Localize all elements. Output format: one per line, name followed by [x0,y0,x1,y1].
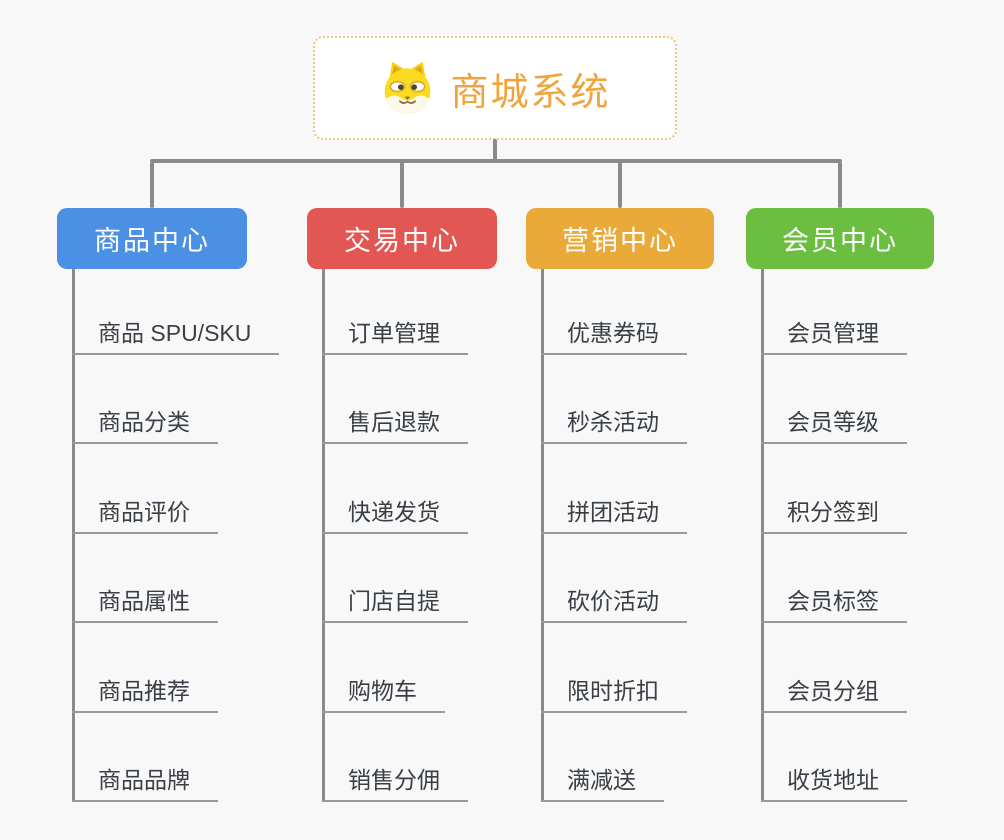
branch-connector-line [400,162,404,208]
sub-topic[interactable]: 商品属性 [72,585,218,623]
sub-topic[interactable]: 会员等级 [761,406,907,444]
branch-topic-label: 营销中心 [562,226,678,256]
branch-connector-line [838,162,842,208]
branch-topic-label: 会员中心 [782,226,898,256]
sub-topic[interactable]: 售后退款 [322,406,468,444]
branch-topic[interactable]: 商品中心 [57,208,247,269]
subtopic-trunk-line [72,269,75,802]
branch-topic[interactable]: 交易中心 [307,208,497,269]
sub-topic[interactable]: 会员标签 [761,585,907,623]
subtopic-trunk-line [541,269,544,802]
subtopic-trunk-line [761,269,764,802]
sub-topic[interactable]: 会员管理 [761,317,907,355]
branch-connector-line [618,162,622,208]
branch-topic[interactable]: 营销中心 [526,208,714,269]
sub-topic[interactable]: 门店自提 [322,585,468,623]
sub-topic[interactable]: 优惠券码 [541,317,687,355]
branch-topic[interactable]: 会员中心 [746,208,934,269]
sub-topic[interactable]: 会员分组 [761,675,907,713]
sub-topic[interactable]: 砍价活动 [541,585,687,623]
dog-face-icon [379,60,436,117]
sub-topic[interactable]: 商品 SPU/SKU [72,317,280,355]
sub-topic[interactable]: 商品分类 [72,406,218,444]
sub-topic[interactable]: 商品品牌 [72,764,218,802]
sub-topic[interactable]: 快递发货 [322,496,468,534]
sub-topic[interactable]: 购物车 [322,675,445,713]
sub-topic[interactable]: 积分签到 [761,496,907,534]
sub-topic[interactable]: 商品推荐 [72,675,218,713]
root-topic[interactable]: 商城系统 [313,36,677,140]
branch-connector-line [150,162,154,208]
root-topic-label: 商城系统 [450,71,611,114]
sub-topic[interactable]: 秒杀活动 [541,406,687,444]
root-connector-line [493,139,497,162]
sub-topic[interactable]: 收货地址 [761,764,907,802]
sub-topic[interactable]: 限时折扣 [541,675,687,713]
sub-topic[interactable]: 拼团活动 [541,496,687,534]
sub-topic[interactable]: 订单管理 [322,317,468,355]
branch-topic-label: 商品中心 [94,226,210,256]
branch-topic-label: 交易中心 [344,226,460,256]
sub-topic[interactable]: 销售分佣 [322,764,468,802]
branch-bus-line [150,159,842,163]
sub-topic[interactable]: 满减送 [541,764,664,802]
subtopic-trunk-line [322,269,325,802]
sub-topic[interactable]: 商品评价 [72,496,218,534]
